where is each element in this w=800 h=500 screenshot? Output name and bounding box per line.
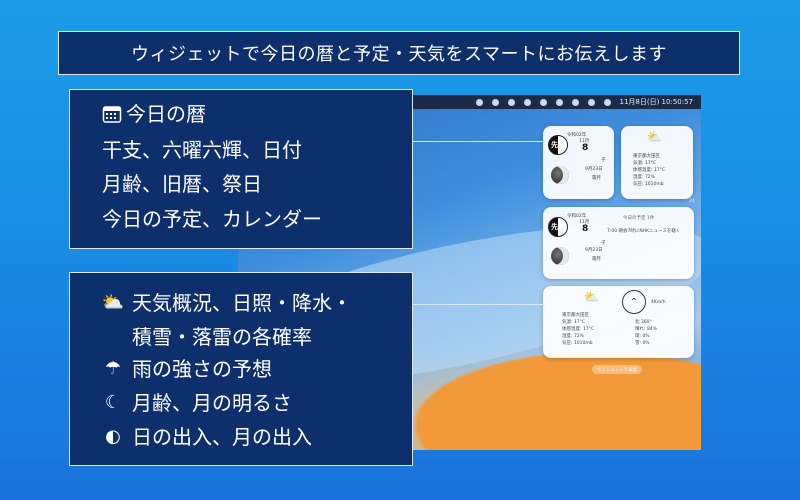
weather-line-4: 月齢、月の明るさ bbox=[132, 391, 292, 415]
sun-cloud-icon: ⛅ bbox=[584, 290, 599, 304]
sun-cloud-icon: ⛅ bbox=[647, 130, 662, 144]
control-center-icon[interactable] bbox=[603, 98, 611, 106]
callout-connector bbox=[413, 141, 545, 142]
humidity-label: 湿度: 72% bbox=[633, 175, 655, 180]
menubar-clock[interactable]: 11月8日(日) 10:50:57 bbox=[619, 98, 694, 106]
side-number: 24 bbox=[689, 199, 695, 204]
sunshine-prob: 晴れ: 84% bbox=[635, 327, 657, 332]
wind-speed: 4Km/h bbox=[651, 300, 666, 305]
calendar-line-3: 今日の予定、カレンダー bbox=[102, 207, 322, 231]
location-label: 東京都大田区 bbox=[633, 154, 660, 159]
moon-phase-icon bbox=[551, 247, 569, 265]
search-icon[interactable] bbox=[587, 98, 595, 106]
moon-phase-icon bbox=[551, 166, 569, 184]
month-label: 11月 bbox=[579, 220, 590, 225]
eto-label: 子 bbox=[601, 158, 606, 163]
calendar-title-line: 今日の暦 bbox=[102, 104, 206, 124]
moon-icon: ◐ bbox=[105, 426, 121, 447]
weather-widget-small[interactable]: ⛅ 東京都大田区 気温: 17°C 体感温度: 17°C 湿度: 72% 気圧:… bbox=[621, 126, 693, 199]
weather-line-4-row: ☾ 月齢、月の明るさ bbox=[100, 393, 292, 413]
menubar-app-icon[interactable] bbox=[475, 98, 483, 106]
edit-widgets-label: ウィジェットを編集 bbox=[596, 367, 638, 373]
rokuyo-label: 先勝 bbox=[551, 141, 565, 149]
calendar-widget-small[interactable]: 令和02年 先勝 11月 8 子 9月23日 霜月 bbox=[543, 126, 614, 199]
menubar-app-icon[interactable] bbox=[523, 98, 531, 106]
lunar-date: 9月23日 bbox=[585, 167, 603, 172]
weather-line-3: 雨の強さの予想 bbox=[132, 357, 272, 381]
calendar-icon bbox=[102, 106, 122, 123]
era-label: 令和02年 bbox=[567, 214, 587, 219]
rokuyo-badge: 先勝 bbox=[548, 135, 568, 155]
calendar-line-2: 月齢、旧暦、祭日 bbox=[102, 172, 262, 196]
feels-label: 体感温度: 17°C bbox=[562, 327, 595, 332]
weather-line-2: 積雪・落雷の各確率 bbox=[132, 325, 312, 349]
calendar-feature-panel: 今日の暦 干支、六曜六輝、日付 月齢、旧暦、祭日 今日の予定、カレンダー bbox=[69, 89, 413, 249]
lunar-month: 霜月 bbox=[592, 257, 601, 262]
event-header: 今日の予定 1件 bbox=[623, 216, 655, 221]
temp-label: 気温: 17°C bbox=[562, 320, 586, 325]
lunar-date: 9月23日 bbox=[585, 248, 603, 253]
day-number: 8 bbox=[582, 224, 589, 234]
callout-connector bbox=[413, 304, 545, 305]
headline-banner: ウィジェットで今日の暦と予定・天気をスマートにお伝えします bbox=[58, 31, 740, 75]
calendar-title: 今日の暦 bbox=[126, 102, 206, 126]
rain-prob: 雨: 0% bbox=[635, 334, 650, 339]
edit-widgets-button[interactable]: ウィジェットを編集 bbox=[592, 365, 642, 374]
era-label: 令和02年 bbox=[567, 133, 587, 138]
menubar-app-icon[interactable] bbox=[555, 98, 563, 106]
location-label: 東京都大田区 bbox=[562, 313, 589, 318]
eto-label: 子 bbox=[601, 241, 606, 246]
feels-label: 体感温度: 17°C bbox=[633, 168, 666, 173]
menubar-app-icon[interactable] bbox=[491, 98, 499, 106]
wifi-icon[interactable] bbox=[571, 98, 579, 106]
pressure-label: 気圧: 1010mb bbox=[633, 182, 664, 187]
umbrella-icon: ☂ bbox=[104, 358, 122, 379]
month-label: 11月 bbox=[579, 139, 590, 144]
weather-line-1: 天気概況、日照・降水・ bbox=[132, 291, 352, 315]
weather-feature-panel: ⛅ 天気概況、日照・降水・ 積雪・落雷の各確率 ☂ 雨の強さの予想 ☾ 月齢、月… bbox=[69, 272, 413, 466]
rokuyo-label: 先勝 bbox=[551, 223, 565, 231]
weather-line-5: 日の出入、月の出入 bbox=[132, 425, 312, 449]
humidity-label: 湿度: 72% bbox=[562, 334, 584, 339]
weather-line-5-row: ◐ 日の出入、月の出入 bbox=[100, 427, 312, 447]
temp-label: 気温: 17°C bbox=[633, 161, 657, 166]
menubar-app-icon[interactable] bbox=[539, 98, 547, 106]
menubar-app-icon[interactable] bbox=[507, 98, 515, 106]
weather-line-3-row: ☂ 雨の強さの予想 bbox=[100, 359, 272, 379]
wind-direction-icon: ⌃ bbox=[622, 290, 646, 314]
snow-prob: 雪: 0% bbox=[635, 341, 650, 346]
calendar-line-1: 干支、六曜六輝、日付 bbox=[102, 138, 302, 162]
event-item[interactable]: 7:00 朝会7時にNHKニュースを聴く bbox=[607, 229, 681, 234]
weather-line-1-row: ⛅ 天気概況、日照・降水・ bbox=[100, 293, 352, 313]
pressure-label: 気圧: 1010mb bbox=[562, 341, 593, 346]
sun-cloud-icon: ⛅ bbox=[101, 292, 125, 313]
wind-direction: 北 360° bbox=[635, 320, 652, 325]
lunar-month: 霜月 bbox=[592, 176, 601, 181]
headline-text: ウィジェットで今日の暦と予定・天気をスマートにお伝えします bbox=[131, 44, 667, 65]
calendar-widget-medium[interactable]: 令和02年 先勝 11月 8 今日の予定 1件 7:00 朝会7時にNHKニュー… bbox=[543, 207, 694, 279]
weather-widget-medium[interactable]: ⛅ ⌃ 4Km/h 東京都大田区 気温: 17°C 体感温度: 17°C 湿度:… bbox=[543, 286, 694, 358]
rokuyo-badge: 先勝 bbox=[548, 217, 568, 237]
crescent-moon-icon: ☾ bbox=[104, 392, 122, 413]
day-number: 8 bbox=[582, 143, 589, 153]
